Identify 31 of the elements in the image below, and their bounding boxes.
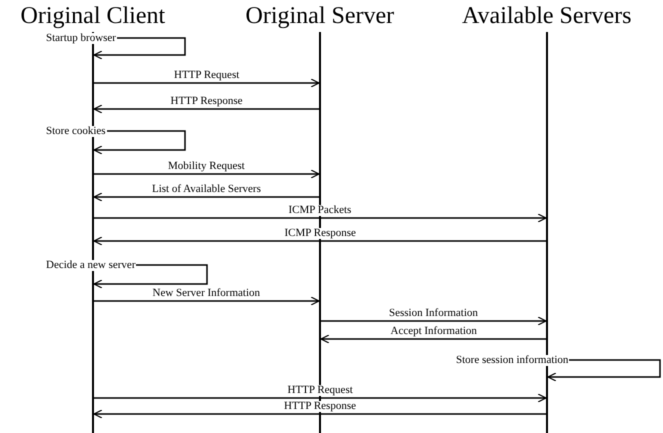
- message-label: List of Available Servers: [151, 184, 262, 195]
- message-arrow: [547, 359, 661, 382]
- message-arrow: [93, 213, 547, 223]
- message-label: HTTP Request: [173, 70, 240, 81]
- message-label: Mobility Request: [167, 161, 246, 172]
- message-label: ICMP Packets: [288, 205, 352, 216]
- message-arrow: [93, 393, 547, 403]
- message-label: Decide a new server: [45, 260, 136, 271]
- message-label: New Server Information: [152, 288, 262, 299]
- message-arrow: [320, 316, 547, 326]
- message-arrow: [93, 130, 186, 155]
- message-arrow: [93, 409, 547, 419]
- lifeline-title: Original Client: [20, 2, 166, 30]
- message-arrow: [93, 296, 320, 306]
- message-arrow: [93, 169, 320, 179]
- message-arrow: [93, 192, 320, 202]
- message-label: HTTP Response: [283, 401, 358, 412]
- message-label: Session Information: [388, 308, 479, 319]
- message-label: Store session information: [455, 355, 570, 366]
- message-label: HTTP Response: [170, 96, 244, 107]
- message-label: HTTP Request: [286, 385, 354, 396]
- message-arrow: [93, 78, 320, 88]
- lifeline-title: Available Servers: [462, 2, 632, 30]
- message-arrow: [93, 236, 547, 246]
- message-arrow: [93, 104, 320, 114]
- message-label: Store cookies: [45, 126, 107, 137]
- message-label: ICMP Response: [284, 228, 357, 239]
- message-arrow: [320, 334, 547, 344]
- lifeline-title: Original Server: [246, 2, 394, 30]
- message-label: Startup browser: [45, 33, 117, 44]
- message-label: Accept Information: [390, 326, 478, 337]
